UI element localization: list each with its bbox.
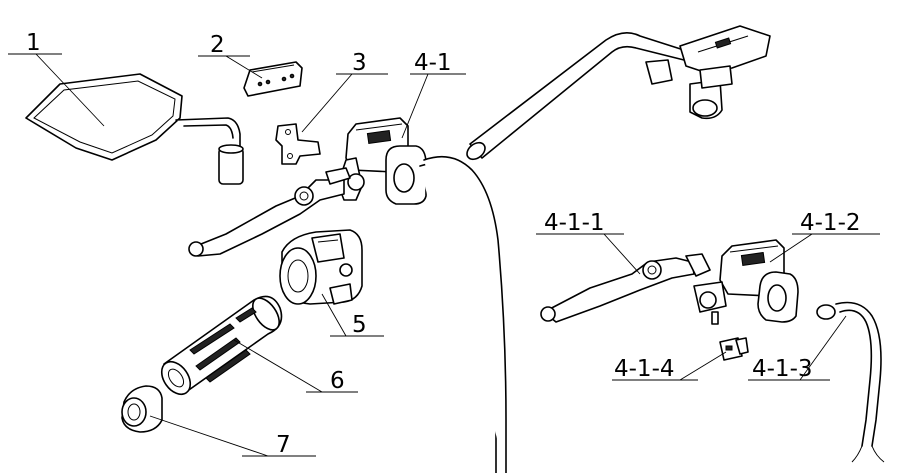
callout-3: 3 (352, 50, 367, 76)
callout-6: 6 (330, 368, 345, 394)
master-cylinder-assembly (188, 117, 427, 257)
callout-7: 7 (276, 432, 291, 458)
master-cylinder-part (693, 239, 799, 325)
callout-4-1-3: 4-1-3 (752, 356, 813, 382)
lever-part (540, 253, 711, 323)
callout-4-1: 4-1 (414, 50, 452, 76)
bar-end-part (121, 385, 163, 433)
bracket-part (275, 123, 321, 165)
callout-5: 5 (352, 312, 367, 338)
brake-hose-part (816, 301, 885, 463)
callout-1: 1 (26, 30, 41, 56)
brake-switch-part (719, 337, 749, 361)
switch-housing-part (279, 229, 363, 305)
callout-2: 2 (210, 32, 225, 58)
leader-lines (8, 53, 880, 457)
handlebar-part (466, 25, 771, 161)
brake-hose (419, 155, 507, 473)
callout-4-1-4: 4-1-4 (614, 356, 675, 382)
cover-plate-part (243, 61, 303, 97)
mirror-part (25, 73, 244, 185)
callout-4-1-2: 4-1-2 (800, 210, 861, 236)
grip-part (160, 295, 283, 396)
callout-4-1-1: 4-1-1 (544, 210, 605, 236)
